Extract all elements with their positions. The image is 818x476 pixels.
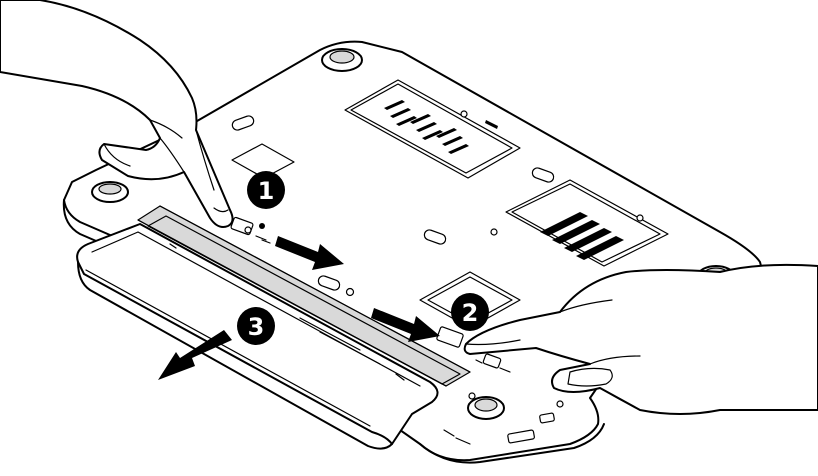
arrow-step-1: [275, 236, 344, 270]
step-badge-3: 3: [237, 307, 275, 345]
step-number-2: 2: [462, 299, 479, 327]
arrow-step-3: [158, 330, 232, 380]
arrow-step-2: [371, 308, 440, 342]
right-hand: [463, 263, 818, 415]
battery-lock-2[interactable]: [436, 326, 511, 373]
rubber-foot-bottom: [467, 396, 505, 420]
pad-2: [531, 167, 555, 183]
laptop-side-edge: [63, 199, 605, 464]
side-ports: [443, 412, 555, 445]
pad-1: [231, 115, 255, 131]
screws: [345, 287, 564, 408]
step-badge-2: 2: [451, 293, 489, 331]
battery-bay: [137, 205, 471, 387]
step-number-3: 3: [248, 313, 265, 341]
cover-panel-right: [490, 179, 669, 267]
left-hand: [0, 0, 234, 228]
cover-panel-left: [231, 143, 295, 179]
pad-4: [317, 275, 341, 291]
vent-grille-right: [540, 212, 624, 260]
cover-panel-top: [344, 79, 521, 179]
rubber-foot-left: [91, 181, 129, 203]
pad-3: [423, 229, 447, 245]
step-badge-1: 1: [247, 171, 285, 209]
vent-slots-top: [384, 100, 469, 154]
step-number-1: 1: [258, 177, 275, 205]
rubber-foot-top: [321, 48, 363, 72]
